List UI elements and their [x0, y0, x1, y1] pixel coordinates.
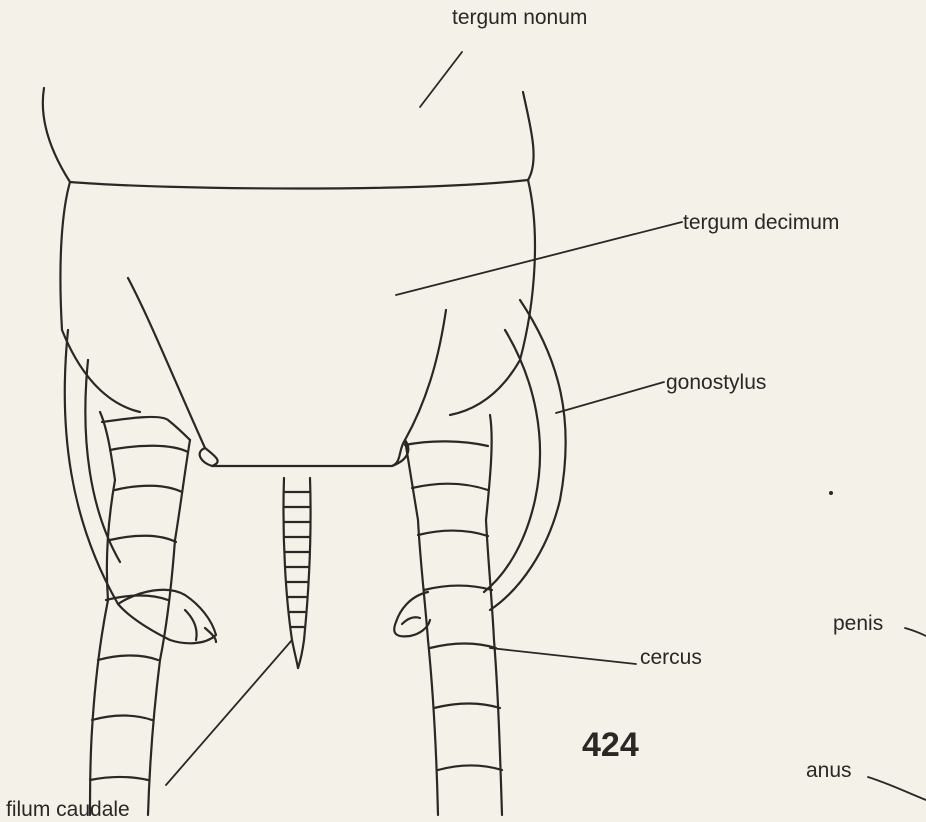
leader-filum-caudale — [166, 640, 292, 785]
gonostylus-left — [65, 330, 120, 604]
label-tergum-decimum: tergum decimum — [683, 211, 839, 234]
gonostylus-right — [484, 300, 566, 610]
leader-tergum-decimum — [396, 222, 682, 295]
leader-cercus — [490, 648, 636, 664]
figure-number: 424 — [582, 726, 639, 764]
leader-anus — [868, 777, 926, 800]
cercus-right — [405, 415, 502, 815]
label-tergum-nonum: tergum nonum — [452, 6, 587, 29]
leader-gonostylus — [556, 382, 664, 413]
label-penis: penis — [833, 612, 883, 635]
label-anus: anus — [806, 759, 852, 782]
label-filum-caudale: filum caudale — [6, 798, 130, 821]
speck — [829, 491, 833, 495]
cercus-left — [90, 412, 190, 815]
label-gonostylus: gonostylus — [666, 371, 766, 394]
label-cercus: cercus — [640, 646, 702, 669]
leader-tergum-nonum — [420, 52, 462, 107]
tergum-nonum-outline — [43, 88, 534, 189]
tergum-decimum-plate — [60, 180, 535, 466]
leader-penis — [905, 628, 926, 636]
filum-caudale — [283, 478, 310, 668]
